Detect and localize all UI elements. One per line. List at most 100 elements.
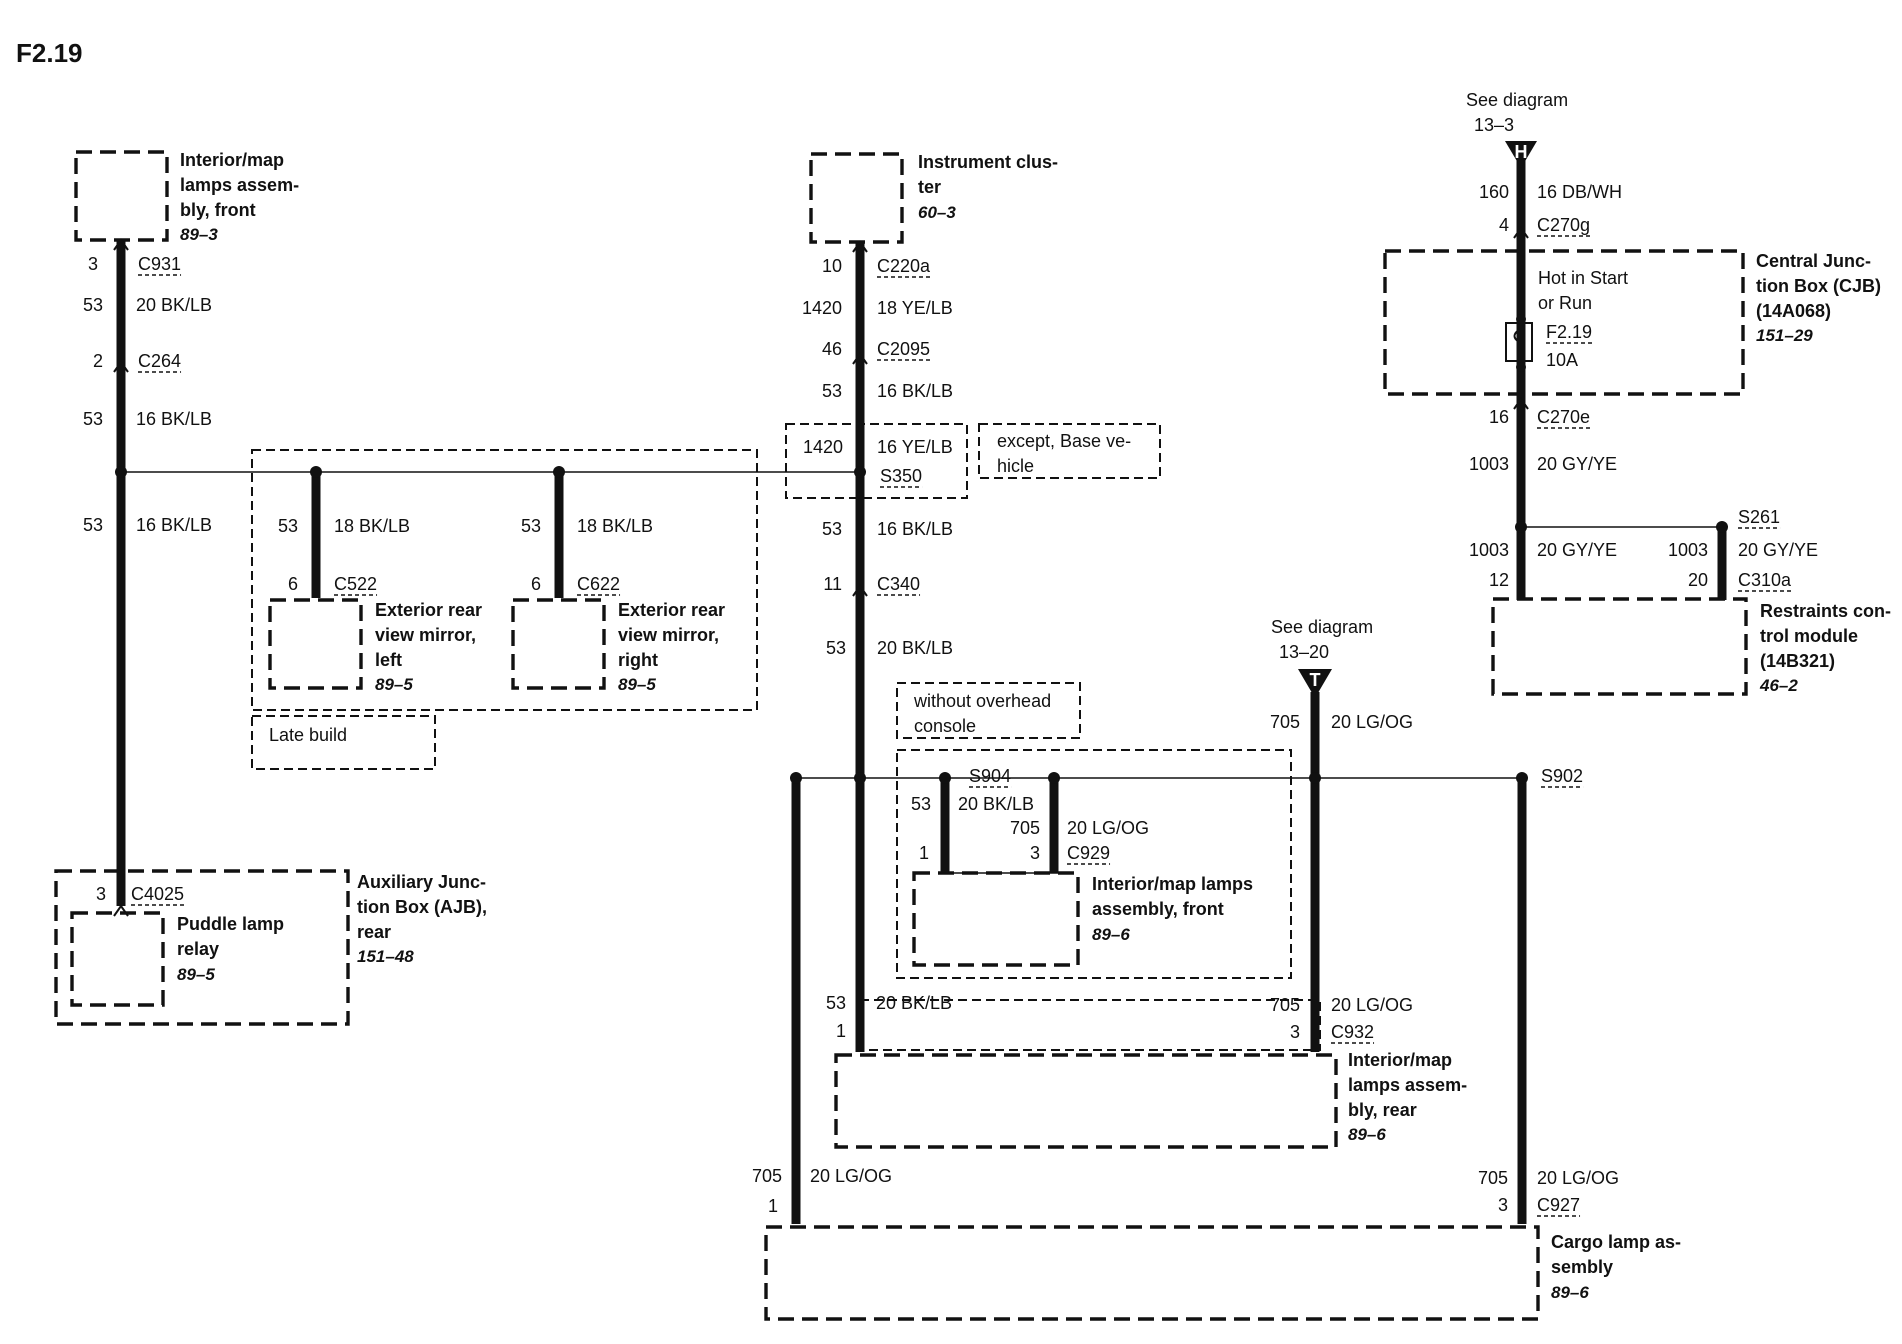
cargo-lamp-assembly-box: [764, 1225, 1540, 1321]
int-front-top-l3: bly, front: [180, 200, 256, 220]
wire-label: 2: [93, 351, 103, 371]
instrument-ref: 60–3: [918, 203, 956, 222]
splice-dot: [1516, 362, 1526, 372]
connector-arrow: [113, 360, 129, 373]
auxiliary-junction-box: [54, 869, 350, 1026]
wire-label: 53: [83, 409, 103, 429]
ref-t-line2: 13–20: [1279, 642, 1329, 662]
without-console-note-box: [896, 682, 1081, 739]
wire-label: 18 BK/LB: [577, 516, 653, 536]
connector-label: C2095: [877, 339, 930, 359]
mirror-right-l1: Exterior rear: [618, 600, 725, 620]
diagram-ref-t: See diagram 13–20 T: [1271, 617, 1373, 698]
ajb-ref: 151–48: [357, 947, 414, 966]
wire-label: 20 LG/OG: [1331, 995, 1413, 1015]
wire-label: 6: [531, 574, 541, 594]
wire-label: 4: [1499, 215, 1509, 235]
puddle-lamp-relay-box: [70, 911, 165, 1007]
splice-dot: [790, 772, 802, 784]
mirror-right-ref: 89–5: [618, 675, 656, 694]
wire-label: 3: [1290, 1022, 1300, 1042]
int-rear-l3: bly, rear: [1348, 1100, 1417, 1120]
connector-arrow: [852, 352, 868, 365]
wire-label: 20 LG/OG: [1067, 818, 1149, 838]
splice-dot: [854, 772, 866, 784]
wire-label: 1: [768, 1196, 778, 1216]
wire-label: 1: [919, 843, 929, 863]
connector-arrow: [113, 904, 129, 917]
wire-label: 53: [83, 515, 103, 535]
wire-label: 16 BK/LB: [136, 409, 212, 429]
without-console-l2: console: [914, 716, 976, 736]
connector-arrow: [1513, 226, 1529, 239]
ref-t-letter: T: [1310, 670, 1321, 690]
restraints-l1: Restraints con-: [1760, 601, 1891, 621]
cjb-l3: (14A068): [1756, 301, 1831, 321]
wire-label: 18 BK/LB: [334, 516, 410, 536]
cjb-ref: 151–29: [1756, 326, 1813, 345]
s904-region-box: [896, 749, 1292, 979]
except-base-note-box: [978, 423, 1161, 479]
wire-label: 53: [826, 638, 846, 658]
wire-label: 53: [278, 516, 298, 536]
connector-label: C522: [334, 574, 377, 594]
central-junction-box: [1383, 249, 1745, 396]
ref-t-line1: See diagram: [1271, 617, 1373, 637]
wire-label: 10: [822, 256, 842, 276]
wire-label: 20 LG/OG: [1537, 1168, 1619, 1188]
instrument-cluster-box: [809, 152, 904, 244]
mirror-left-l1: Exterior rear: [375, 600, 482, 620]
int-front-mid-ref: 89–6: [1092, 925, 1130, 944]
ref-h-triangle: [1505, 141, 1537, 168]
int-front-top-ref: 89–3: [180, 225, 218, 244]
wire-label: 16 DB/WH: [1537, 182, 1622, 202]
connector-label: C4025: [131, 884, 184, 904]
ref-h-letter: H: [1515, 142, 1528, 162]
fuse-amp: 10A: [1546, 350, 1578, 370]
wire-label: 18 YE/LB: [877, 298, 953, 318]
cjb-l2: tion Box (CJB): [1756, 276, 1881, 296]
connector-arrows: [113, 226, 1529, 917]
connector-label: C927: [1537, 1195, 1580, 1215]
wire-label: 1003: [1469, 454, 1509, 474]
connector-label: C270g: [1537, 215, 1590, 235]
wire-label: 1420: [803, 437, 843, 457]
wire-label: 53: [83, 295, 103, 315]
puddle-ref: 89–5: [177, 965, 215, 984]
connector-label: C929: [1067, 843, 1110, 863]
restraints-l3: (14B321): [1760, 651, 1835, 671]
ref-t-triangle: [1298, 669, 1332, 698]
connector-label: C932: [1331, 1022, 1374, 1042]
cjb-inner-l1: Hot in Start: [1538, 268, 1628, 288]
late-build-note: Late build: [269, 725, 347, 745]
splice-dot: [1716, 521, 1728, 533]
wire-label: 53: [822, 519, 842, 539]
splice-dot: [1309, 772, 1321, 784]
wire-label: 20 GY/YE: [1738, 540, 1818, 560]
connector-label: S904: [969, 766, 1011, 786]
diagram-ref-h: See diagram 13–3 H: [1466, 90, 1568, 168]
exterior-mirror-right-box: [511, 598, 606, 690]
puddle-l2: relay: [177, 939, 219, 959]
wire-label: 705: [752, 1166, 782, 1186]
wire-label: 3: [88, 254, 98, 274]
wire-label: 20 BK/LB: [136, 295, 212, 315]
connector-arrow: [1513, 397, 1529, 410]
splice-dot: [553, 466, 565, 478]
connector-label: C220a: [877, 256, 931, 276]
interior-map-lamps-front-top-box: [74, 150, 169, 242]
wire-label: 16 BK/LB: [136, 515, 212, 535]
exterior-mirror-left-box: [268, 598, 363, 690]
connector-label: C270e: [1537, 407, 1590, 427]
splice-dot: [939, 772, 951, 784]
cjb-inner-l2: or Run: [1538, 293, 1592, 313]
cargo-l1: Cargo lamp as-: [1551, 1232, 1681, 1252]
connector-label: S261: [1738, 507, 1780, 527]
int-rear-l1: Interior/map: [1348, 1050, 1452, 1070]
connector-label: S902: [1541, 766, 1583, 786]
mirror-right-l3: right: [618, 650, 658, 670]
instrument-l1: Instrument clus-: [918, 152, 1058, 172]
ajb-l3: rear: [357, 922, 391, 942]
connector-label: C310a: [1738, 570, 1792, 590]
